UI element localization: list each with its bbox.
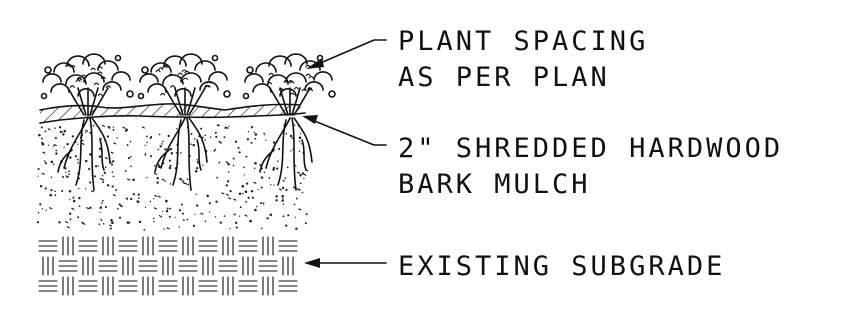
mulch-label-line2: BARK MULCH [398,169,591,200]
plant-spacing-leader [306,39,387,69]
subgrade-leader [304,258,387,268]
plant-spacing-label-line1: PLANT SPACING [398,26,648,57]
subgrade-label: EXISTING SUBGRADE [398,251,725,282]
shrub-2 [137,53,231,191]
planting-soil-stipple [36,124,309,231]
shrub-3 [242,53,336,191]
existing-subgrade-pattern [38,236,298,296]
mulch-leader [302,115,387,146]
plant-spacing-label-line2: AS PER PLAN [398,62,610,93]
shrub-plants [40,53,336,191]
mulch-label-line1: 2" SHREDDED HARDWOOD [398,133,783,164]
shrub-1 [40,53,134,191]
